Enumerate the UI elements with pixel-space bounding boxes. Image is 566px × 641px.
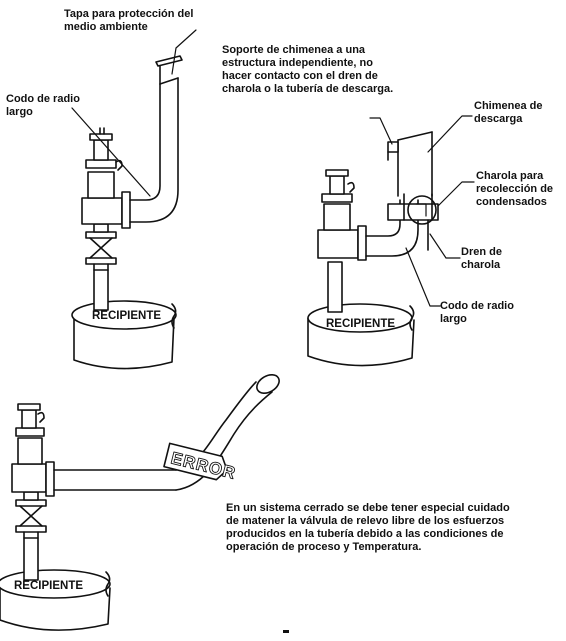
leader-dren [429,233,461,259]
drip-pan-highlight [407,195,437,225]
label-codo-right: Codo de radio largo [440,300,514,325]
label-soporte: Soporte de chimenea a una estructura ind… [222,44,394,95]
stressed-discharge-pipe [53,374,280,491]
stack-support [387,141,399,161]
label-tapa: Tapa para protección del medio ambiente [64,8,194,33]
vessel-2 [307,303,415,367]
label-codo-top: Codo de radio largo [6,93,80,118]
leader-soporte [369,117,393,145]
label-dren: Dren de charola [461,246,502,271]
relief-valve-3 [11,403,55,497]
leader-codo-right [405,247,441,307]
discharge-elbow-1 [129,55,183,223]
page-mark [283,630,289,633]
note-text: En un sistema cerrado se debe tener espe… [226,502,510,553]
discharge-stack [397,131,433,197]
label-recipiente-1: RECIPIENTE [92,310,162,322]
diagram-1-long-radius-elbow-with-cap [71,29,197,370]
leader-chimenea [427,115,473,153]
discharge-elbow-2 [365,199,419,257]
leader-codo-top [71,107,151,197]
diagram-2-drip-pan-stack [307,115,475,367]
leader-charola [437,181,475,207]
riser-pipe-1 [93,269,109,311]
isolation-valve-3 [15,499,47,539]
relief-valve-1 [81,127,131,229]
label-chimenea: Chimenea de descarga [474,100,543,125]
isolation-valve-1 [85,231,117,271]
label-recipiente-3: RECIPIENTE [14,580,84,592]
label-charola: Charola para recolección de condensados [476,170,554,208]
relief-valve-2 [317,169,367,261]
label-recipiente-2: RECIPIENTE [326,318,396,330]
leader-tapa [171,29,197,75]
